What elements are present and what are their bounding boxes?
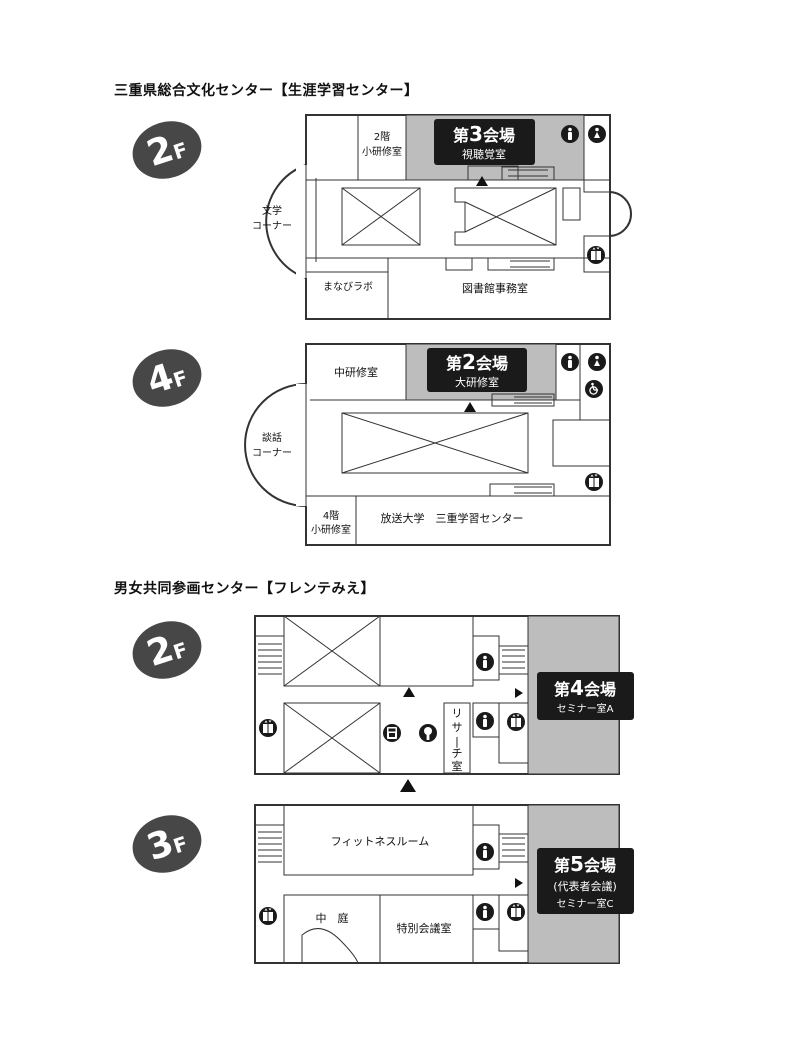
venue-room-name: 視聴覚室 [462, 147, 506, 161]
room-label: コーナー [252, 220, 292, 232]
venue-prefix: 第 [453, 126, 469, 145]
frente-2f-labels: リ サ | チ 室 第4会場 セミナー室A [258, 653, 634, 773]
venue-number: 5 [570, 852, 584, 876]
room-label: | [455, 735, 459, 748]
room-label: まなびラボ [323, 281, 373, 293]
elevator-icon [584, 472, 604, 492]
venue-room-name: セミナー室C [557, 897, 614, 910]
man-icon [561, 125, 579, 143]
elevator-icon [258, 718, 278, 738]
arrow-right-icon [515, 688, 523, 698]
elevator-icon [258, 906, 278, 926]
man-icon [561, 353, 579, 371]
venue-suffix: 会場 [584, 856, 616, 875]
room-label: 放送大学 三重学習センター [381, 511, 524, 525]
room-label: リ [452, 707, 463, 720]
venue-suffix: 会場 [483, 126, 515, 145]
room-label: 中研修室 [334, 365, 378, 379]
venue-prefix: 第 [554, 680, 570, 699]
arrow-up-icon [476, 176, 488, 186]
info-icon [419, 724, 437, 742]
mie-2f-labels: 2階 小研修室 文学 コーナー まなびラボ 図書館事務室 第3会場 視聴覚室 [252, 119, 606, 295]
elevator-icon [506, 712, 526, 732]
phone-icon [383, 724, 401, 742]
venue-label-v5: 第5会場 (代表者会議) セミナー室C [537, 848, 634, 914]
woman-icon [588, 353, 606, 371]
man-icon [476, 903, 494, 921]
svg-text:第3会場: 第3会場 [453, 122, 515, 146]
venue-label-v2: 第2会場 大研修室 [427, 348, 527, 392]
room-label: 文学 [262, 204, 282, 217]
room-label: 4階 [323, 510, 339, 522]
elevator-icon [506, 902, 526, 922]
room-label: 小研修室 [362, 145, 402, 158]
room-label: 中 庭 [316, 911, 349, 925]
venue-suffix: 会場 [584, 680, 616, 699]
section-title-mie-center: 三重県総合文化センター【生涯学習センター】 [114, 83, 419, 99]
arrow-up-icon [403, 687, 415, 697]
venue-number: 3 [469, 122, 483, 146]
arrow-right-icon [515, 878, 523, 888]
venue-note: (代表者会議) [553, 879, 617, 893]
venue-room-name: セミナー室A [557, 702, 614, 715]
room-label: フィットネスルーム [331, 835, 429, 848]
venue-number: 4 [570, 676, 584, 700]
venue-room-name: 大研修室 [455, 375, 499, 389]
room-label: 小研修室 [311, 523, 351, 536]
svg-text:第5会場: 第5会場 [554, 852, 616, 876]
svg-text:第4会場: 第4会場 [554, 676, 616, 700]
entrance-arrow-icon [400, 779, 416, 792]
room-label: サ [452, 721, 463, 734]
mie-4f-labels: 中研修室 談話 コーナー 4階 小研修室 放送大学 三重学習センター 第2会場 … [252, 348, 606, 536]
venue-prefix: 第 [554, 856, 570, 875]
venue-label-v4: 第4会場 セミナー室A [537, 672, 634, 720]
venue-number: 2 [462, 350, 476, 374]
venue-prefix: 第 [446, 354, 462, 373]
svg-text:第2会場: 第2会場 [446, 350, 508, 374]
woman-icon [588, 125, 606, 143]
man-icon [476, 712, 494, 730]
room-label: 談話 [262, 431, 282, 444]
section-title-frente: 男女共同参画センター【フレンテみえ】 [114, 581, 375, 597]
elevator-icon [586, 245, 606, 265]
venue-label-v3: 第3会場 視聴覚室 [434, 119, 535, 165]
venue-suffix: 会場 [476, 354, 508, 373]
room-label: 図書館事務室 [462, 281, 528, 295]
wheelchair-icon [584, 379, 604, 399]
frente-3f-labels: フィットネスルーム 中 庭 特別会議室 第5会場 (代表者会議) セミナー室C [258, 835, 634, 935]
man-icon [476, 843, 494, 861]
room-label: チ [452, 747, 463, 760]
arrow-up-icon [464, 402, 476, 412]
room-label: 2階 [374, 131, 390, 143]
room-label: 室 [452, 759, 463, 773]
room-label: コーナー [252, 447, 292, 459]
man-icon [476, 653, 494, 671]
room-label: 特別会議室 [397, 921, 452, 935]
